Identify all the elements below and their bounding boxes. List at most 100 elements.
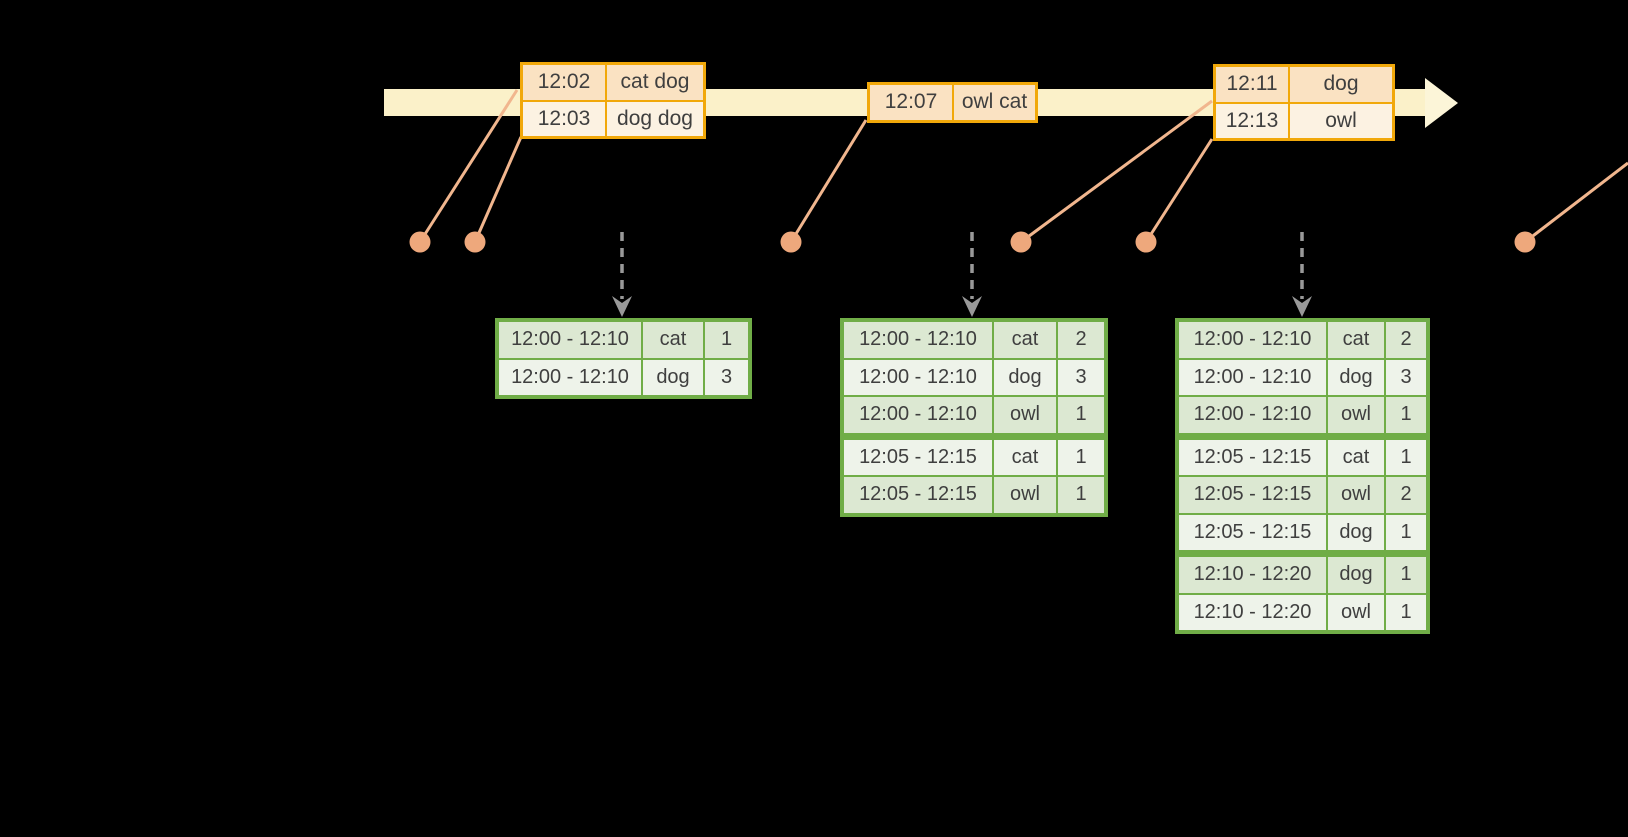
word-cell: cat (994, 322, 1056, 358)
word-cell: owl (994, 477, 1056, 513)
window-cell: 12:00 - 12:10 (844, 322, 992, 358)
count-cell: 1 (1386, 557, 1426, 593)
event-dot (1135, 231, 1157, 253)
window-cell: 12:00 - 12:10 (844, 359, 992, 395)
window-group-separator (1179, 552, 1426, 555)
window-cell: 12:00 - 12:10 (499, 359, 641, 395)
window-cell: 12:05 - 12:15 (1179, 439, 1326, 475)
word-cell: owl (994, 397, 1056, 433)
event-time-cell: 12:03 (523, 101, 605, 136)
count-cell: 1 (1386, 439, 1426, 475)
word-cell: cat (643, 322, 703, 358)
window-cell: 12:05 - 12:15 (1179, 477, 1326, 513)
word-cell: cat (1328, 439, 1384, 475)
count-cell: 1 (705, 322, 748, 358)
event-time-cell: 12:11 (1216, 67, 1288, 102)
word-cell: owl (1328, 594, 1384, 630)
trigger-arrowhead-icon (1292, 296, 1312, 317)
count-cell: 1 (1058, 477, 1104, 513)
word-cell: owl (1328, 477, 1384, 513)
window-cell: 12:00 - 12:10 (1179, 359, 1326, 395)
window-cell: 12:05 - 12:15 (844, 439, 992, 475)
event-connector-line (789, 119, 868, 243)
word-cell: dog (1328, 514, 1384, 550)
window-group-separator (844, 434, 1104, 438)
trigger-arrowhead-icon (612, 296, 632, 317)
window-cell: 12:05 - 12:15 (1179, 514, 1326, 550)
word-cell: owl (1328, 397, 1384, 433)
event-words-cell: owl (1290, 103, 1392, 138)
window-cell: 12:00 - 12:10 (1179, 322, 1326, 358)
window-cell: 12:00 - 12:10 (499, 322, 641, 358)
event-words-cell: owl cat (954, 85, 1035, 120)
event-time-cell: 12:13 (1216, 103, 1288, 138)
count-cell: 3 (1058, 359, 1104, 395)
event-dot (409, 231, 431, 253)
count-cell: 1 (1386, 397, 1426, 433)
event-words-cell: cat dog (607, 65, 703, 100)
count-cell: 1 (1058, 439, 1104, 475)
window-cell: 12:05 - 12:15 (844, 477, 992, 513)
word-cell: dog (1328, 557, 1384, 593)
timeline-arrowhead-icon (1425, 78, 1458, 128)
count-cell: 3 (1386, 359, 1426, 395)
word-cell: cat (994, 439, 1056, 475)
count-cell: 1 (1058, 397, 1104, 433)
count-cell: 1 (1386, 514, 1426, 550)
event-connector-line (418, 89, 519, 243)
count-cell: 3 (705, 359, 748, 395)
event-connector-line (1144, 138, 1214, 243)
event-dot (1010, 231, 1032, 253)
window-cell: 12:10 - 12:20 (1179, 594, 1326, 630)
window-cell: 12:00 - 12:10 (844, 397, 992, 433)
event-connector-line (1020, 99, 1213, 244)
count-cell: 2 (1386, 322, 1426, 358)
count-cell: 2 (1058, 322, 1104, 358)
event-time-cell: 12:02 (523, 65, 605, 100)
word-cell: dog (643, 359, 703, 395)
word-cell: cat (1328, 322, 1384, 358)
event-connector-line (1524, 161, 1628, 244)
event-time-cell: 12:07 (870, 85, 952, 120)
trigger-arrowhead-icon (962, 296, 982, 317)
count-cell: 1 (1386, 594, 1426, 630)
word-cell: dog (1328, 359, 1384, 395)
window-group-separator (1179, 434, 1426, 438)
event-dot (780, 231, 802, 253)
window-cell: 12:10 - 12:20 (1179, 557, 1326, 593)
event-dot (464, 231, 486, 253)
event-dot (1514, 231, 1536, 253)
event-words-cell: dog dog (607, 101, 703, 136)
word-cell: dog (994, 359, 1056, 395)
event-connector-line (473, 136, 523, 243)
count-cell: 2 (1386, 477, 1426, 513)
window-cell: 12:00 - 12:10 (1179, 397, 1326, 433)
